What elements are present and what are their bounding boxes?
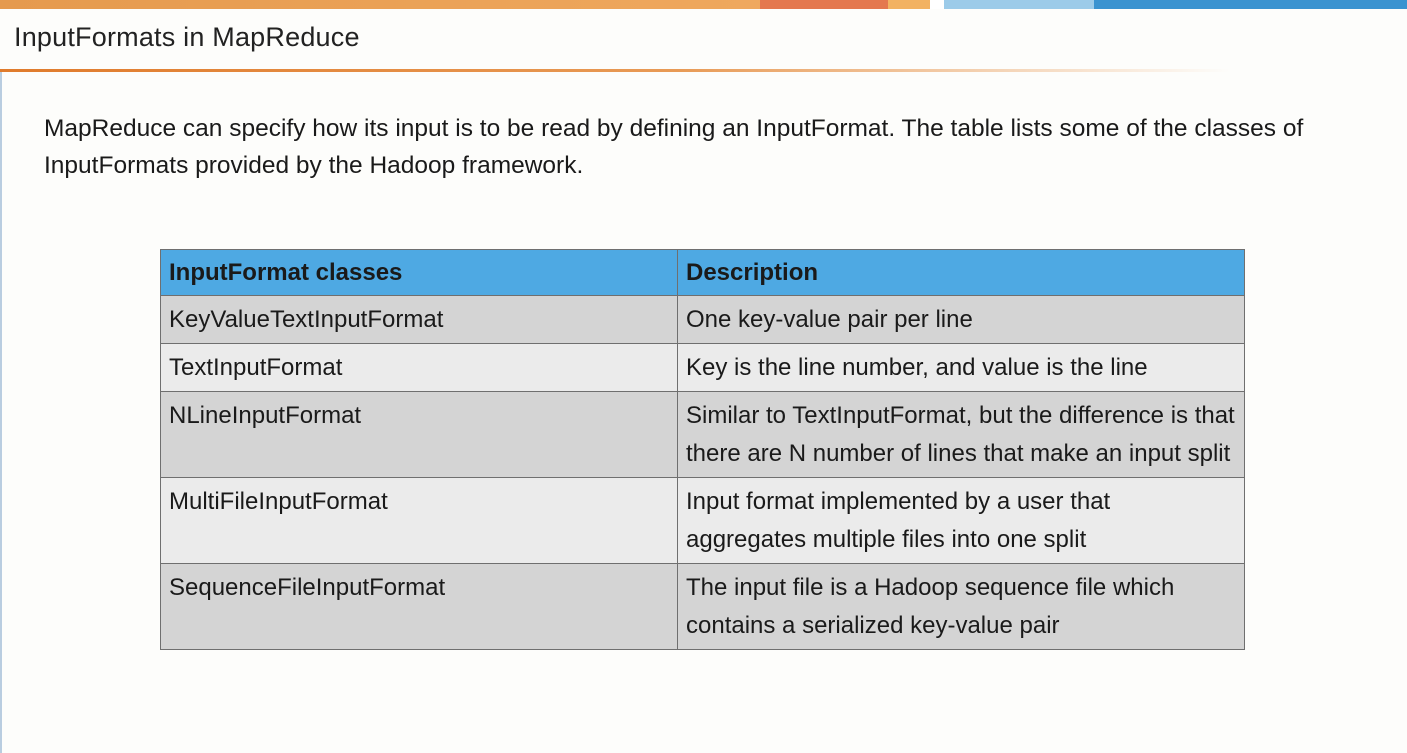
inputformat-table: InputFormat classes Description KeyValue… (160, 249, 1245, 650)
slide-title: InputFormats in MapReduce (14, 22, 360, 52)
class-cell: SequenceFileInputFormat (160, 563, 678, 650)
strip-segment-light-blue (944, 0, 1094, 9)
left-border-line (0, 72, 2, 753)
table-header-row: InputFormat classes Description (160, 249, 1245, 296)
header-inputformat-classes: InputFormat classes (160, 249, 678, 296)
strip-segment-yellow (888, 0, 930, 9)
description-cell: The input file is a Hadoop sequence file… (677, 563, 1245, 650)
class-cell: KeyValueTextInputFormat (160, 295, 678, 344)
table-row: SequenceFileInputFormat The input file i… (160, 563, 1245, 650)
header-description: Description (677, 249, 1245, 296)
table-row: NLineInputFormat Similar to TextInputFor… (160, 391, 1245, 478)
intro-paragraph: MapReduce can specify how its input is t… (44, 115, 1304, 179)
top-color-strip (0, 0, 1407, 9)
description-cell: Input format implemented by a user that … (677, 477, 1245, 564)
description-cell: Similar to TextInputFormat, but the diff… (677, 391, 1245, 478)
table-row: MultiFileInputFormat Input format implem… (160, 477, 1245, 564)
class-cell: MultiFileInputFormat (160, 477, 678, 564)
description-cell: Key is the line number, and value is the… (677, 343, 1245, 392)
table-row: TextInputFormat Key is the line number, … (160, 343, 1245, 392)
description-cell: One key-value pair per line (677, 295, 1245, 344)
strip-segment-red-orange (760, 0, 888, 9)
strip-segment-blue (1094, 0, 1407, 9)
table-row: KeyValueTextInputFormat One key-value pa… (160, 295, 1245, 344)
class-cell: TextInputFormat (160, 343, 678, 392)
class-cell: NLineInputFormat (160, 391, 678, 478)
strip-segment-gap (930, 0, 944, 9)
strip-segment-orange (0, 0, 760, 9)
title-underline (0, 69, 1230, 72)
